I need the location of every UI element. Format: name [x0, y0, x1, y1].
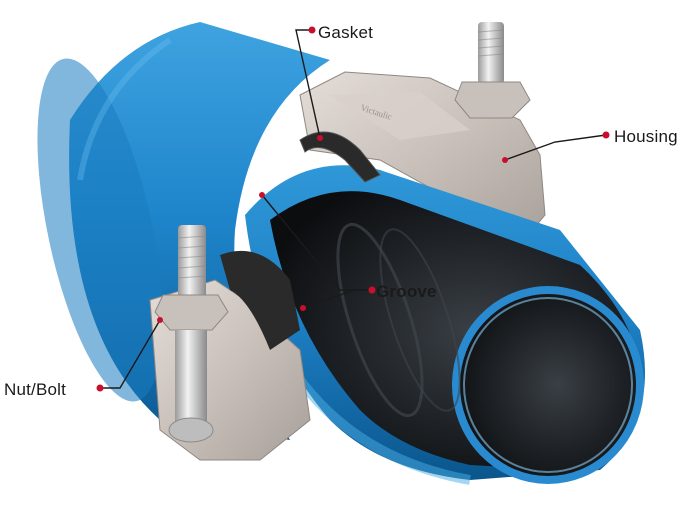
callout-groove-2	[302, 289, 372, 309]
callout-nutbolt	[100, 319, 161, 389]
bottom-bolt-icon	[178, 225, 206, 300]
right-pipe	[245, 165, 645, 485]
gasket-top	[299, 131, 381, 183]
gasket-label: Gasket	[318, 23, 374, 42]
coupling-housing-bottom	[149, 225, 311, 461]
gasket-bottom	[220, 250, 300, 350]
housing-label: Housing	[614, 127, 678, 146]
nut-icon	[154, 294, 229, 331]
callout-dots	[96, 26, 610, 392]
nut-bolt-label: Nut/Bolt	[4, 380, 67, 399]
callouts	[100, 29, 607, 389]
groove-label: Groove	[376, 282, 437, 301]
callout-gasket	[295, 29, 321, 139]
callout-housing	[504, 134, 607, 161]
top-bolt-icon	[478, 22, 504, 84]
coupling-housing-top: Victaulic	[299, 22, 546, 246]
pipe-opening	[452, 286, 644, 484]
